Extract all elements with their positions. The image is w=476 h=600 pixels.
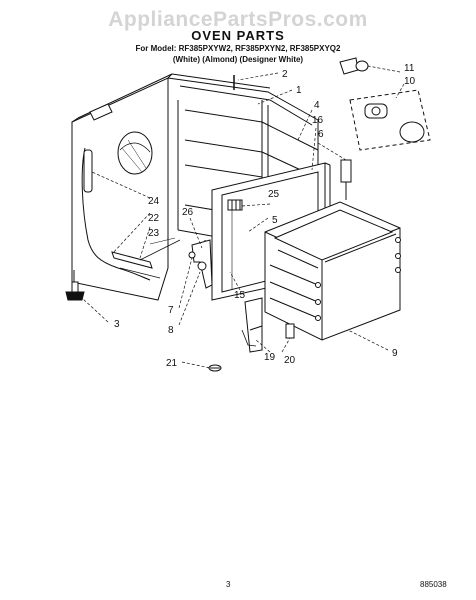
- screw-21: [208, 364, 222, 372]
- callout-19: 19: [264, 352, 276, 363]
- callout-4: 4: [314, 100, 320, 111]
- gas-tube-assembly: [81, 147, 181, 281]
- leader-lines: [81, 65, 405, 369]
- callout-22: 22: [148, 213, 160, 224]
- color-variants: (White) (Almond) (Designer White): [172, 55, 304, 64]
- watermark-text: AppliancePartsPros.com: [108, 8, 368, 31]
- callout-8: 8: [168, 325, 174, 336]
- igniter: [227, 199, 243, 211]
- callout-9: 9: [392, 348, 398, 359]
- callout-20: 20: [284, 355, 296, 366]
- callout-labels: 1 2 3 4 5 6 7 8 9 10 11 15 16 19 20 21 2…: [114, 63, 416, 369]
- callout-3: 3: [114, 319, 120, 330]
- callout-24: 24: [148, 196, 160, 207]
- screw-20: [285, 323, 295, 339]
- callout-11: 11: [404, 63, 415, 74]
- light-socket-assembly: [339, 57, 431, 151]
- bracket-assembly: [188, 239, 213, 289]
- callout-15: 15: [234, 290, 246, 301]
- model-list: For Model: RF385PXYW2, RF385PXYN2, RF385…: [135, 44, 341, 53]
- callout-21: 21: [166, 358, 178, 369]
- burner-tube: [340, 159, 352, 200]
- callout-23: 23: [148, 228, 160, 239]
- page-number: 3: [226, 580, 231, 589]
- oven-box: [264, 201, 401, 341]
- left-side-panel: [71, 73, 173, 301]
- hinge: [241, 297, 263, 353]
- callout-25: 25: [268, 189, 280, 200]
- callout-16: 16: [312, 115, 324, 126]
- callout-2: 2: [282, 69, 288, 80]
- callout-5: 5: [272, 215, 278, 226]
- callout-1: 1: [296, 85, 302, 96]
- document-code: 885038: [420, 580, 447, 589]
- callout-10: 10: [404, 76, 416, 87]
- leveling-leg: [65, 270, 85, 301]
- diagram-title: OVEN PARTS: [191, 28, 285, 43]
- callout-7: 7: [168, 305, 174, 316]
- callout-6: 6: [318, 129, 324, 140]
- callout-26: 26: [182, 207, 194, 218]
